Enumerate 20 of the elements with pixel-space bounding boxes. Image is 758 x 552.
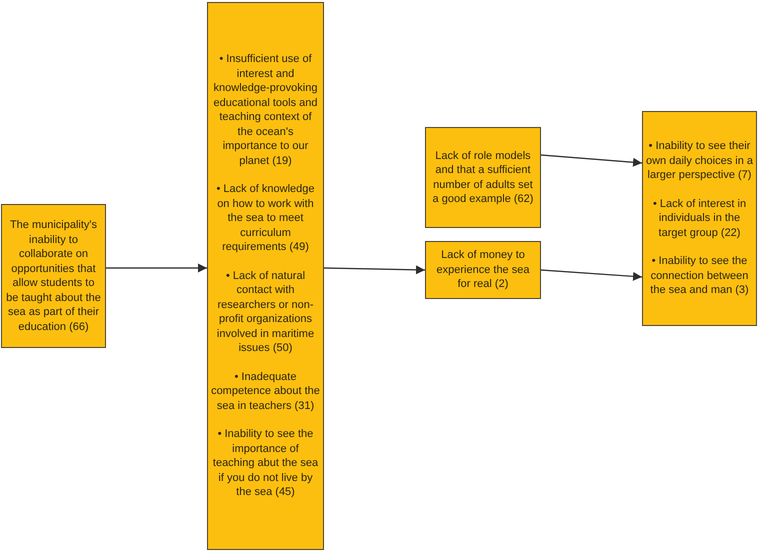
box-text: • Lack of natural contact with researchers or non-profit organizations involved in maritime issues (50) <box>216 268 316 356</box>
box-text: • Inadequate competence about the sea in teachers (31) <box>211 370 320 414</box>
arrow <box>324 265 426 274</box>
box-text: • Insufficient use of interest and knowledge-provoking educational tools and teaching context of the ocean's importance to our planet (19) <box>212 52 318 168</box>
cause-box <box>1 204 106 348</box>
box-text: Lack of role models and that a sufficient number of adults set a good example (62) <box>432 148 534 206</box>
box-text: • Inability to see the importance of teaching abut the sea if you do not live by the sea (45) <box>212 427 320 500</box>
cause-box <box>425 241 541 299</box>
arrow <box>540 269 642 281</box>
box-text: • Inability to see their own daily choices in a larger perspective (7) <box>646 139 753 183</box>
box-text: The municipality's inability to collaborate on opportunities that allow students to be taught about the sea as part of their education (66) <box>5 218 102 334</box>
box-text: • Lack of interest in individuals in the target group (22) <box>652 196 748 240</box>
cause-box <box>425 127 541 228</box>
cause-box <box>642 111 757 326</box>
box-text: • Inability to see the connection between the sea and man (3) <box>649 254 750 298</box>
cause-box <box>207 2 324 550</box>
arrow <box>540 154 642 167</box>
box-text: Lack of money to experience the sea for real (2) <box>436 248 530 292</box>
box-text: • Lack of knowledge on how to work with the sea to meet curriculum requirements (49) <box>215 182 316 255</box>
arrow <box>106 264 207 272</box>
